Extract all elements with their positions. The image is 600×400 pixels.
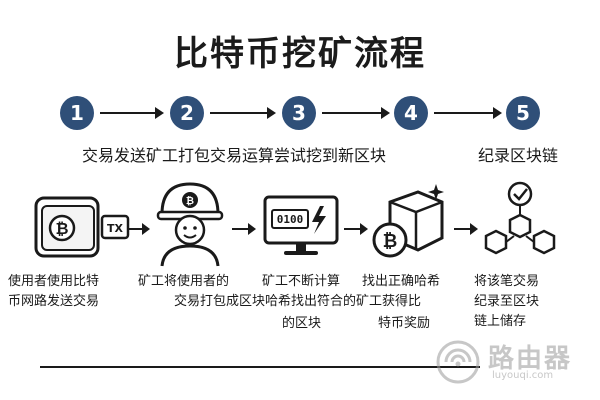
desc-step-5-line-1: 将该笔交易 bbox=[474, 274, 540, 289]
desc-step-5-line-3: 链上储存 bbox=[474, 314, 527, 329]
block-reward-icon: ₿ bbox=[368, 182, 452, 266]
router-logo-icon bbox=[436, 340, 480, 384]
blockchain-record-icon bbox=[480, 180, 560, 266]
svg-text:₿: ₿ bbox=[383, 231, 398, 252]
flow-arrow-3 bbox=[344, 223, 368, 235]
svg-text:₿: ₿ bbox=[186, 195, 194, 207]
desc-step-4-line-3: 特币奖励 bbox=[378, 316, 431, 331]
watermark-url: luyouqi.com bbox=[492, 370, 554, 381]
step-5-badge: 5 bbox=[506, 96, 540, 130]
desc-step-4-line-1: 找出正确哈希 bbox=[362, 274, 441, 289]
step-1-badge: 1 bbox=[60, 96, 94, 130]
flow-arrow-2 bbox=[232, 223, 256, 235]
steps-caption: 交易发送矿工打包交易运算尝试挖到新区块 bbox=[82, 146, 387, 165]
flow-arrow-1 bbox=[128, 223, 150, 235]
step-row: 1 2 3 4 5 bbox=[0, 96, 600, 132]
desc-step-1-line-1: 使用者使用比特 bbox=[8, 274, 100, 289]
desc-step-2-line-1: 矿工将使用者的 bbox=[138, 274, 230, 289]
desc-step-2-line-2: 交易打包成区块哈希找出符合的矿工获得比 bbox=[174, 294, 422, 309]
miner-icon: ₿ bbox=[152, 178, 228, 268]
step-arrow-2 bbox=[210, 107, 276, 119]
step-arrow-1 bbox=[100, 107, 164, 119]
watermark-text: 路由器 bbox=[488, 344, 573, 374]
page-title: 比特币挖矿流程 bbox=[174, 34, 426, 74]
screen-code: 0100 bbox=[277, 213, 304, 226]
step-4-badge: 4 bbox=[394, 96, 428, 130]
svg-text:₿: ₿ bbox=[55, 219, 68, 238]
steps-caption-final: 纪录区块链 bbox=[478, 146, 559, 165]
flow-arrow-4 bbox=[454, 223, 478, 235]
step-3-badge: 3 bbox=[282, 96, 316, 130]
desc-step-1-line-2: 币网路发送交易 bbox=[8, 294, 100, 309]
desc-step-3-line-1: 矿工不断计算 bbox=[262, 274, 341, 289]
desc-step-3-line-3: 的区块 bbox=[282, 316, 322, 331]
watermark: 路由器 luyouqi.com bbox=[432, 336, 582, 386]
step-2-badge: 2 bbox=[170, 96, 204, 130]
bottom-divider bbox=[40, 366, 480, 368]
tx-label: TX bbox=[107, 222, 124, 235]
desc-step-5-line-2: 纪录至区块 bbox=[474, 294, 540, 309]
wallet-transaction-icon: ₿ TX bbox=[32, 194, 142, 264]
step-arrow-3 bbox=[322, 107, 390, 119]
computer-hash-icon: 0100 bbox=[262, 194, 340, 258]
step-arrow-4 bbox=[434, 107, 502, 119]
